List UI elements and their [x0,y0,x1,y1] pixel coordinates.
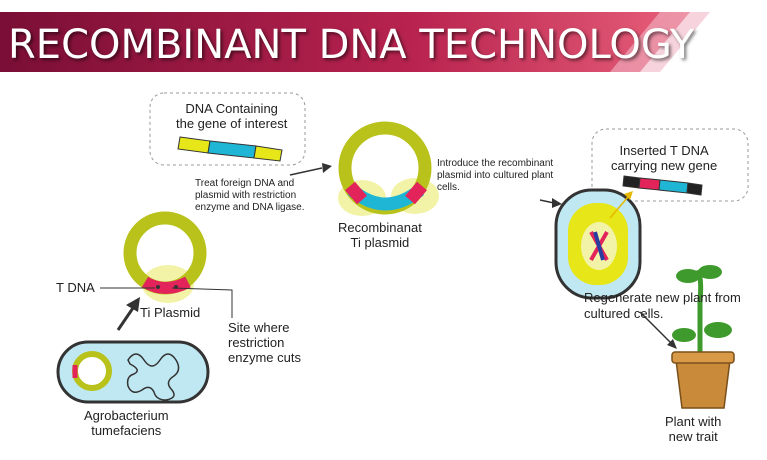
label-dna-gene: DNA Containing the gene of interest [176,101,288,131]
arrow-to-recombinant-icon [289,163,332,176]
site-pointer [171,287,233,318]
insert-arrow-icon [609,191,633,219]
arrow-to-plant-icon [639,311,677,349]
label-regenerate: Regenerate new plant from cultured cells… [584,290,741,321]
gene-strand-icon [177,136,283,162]
arrow-to-cell-icon [539,198,562,208]
page-title: RECOMBINANT DNA TECHNOLOGY [8,22,695,68]
arrow-up-icon [116,297,140,331]
label-ti-plasmid: Ti Plasmid [140,305,201,320]
label-plant: Plant with new trait [665,414,722,444]
label-treat: Treat foreign DNA and plasmid with restr… [195,178,305,213]
label-recombinant: Recombinanat Ti plasmid [338,220,422,250]
plant-cell-icon [554,188,642,300]
label-site: Site where restriction enzyme cuts [228,320,301,365]
bacterium-icon [56,340,210,404]
inserted-strand-icon [622,175,703,196]
title-banner [0,12,710,72]
label-introduce: Introduce the recombinant plasmid into c… [437,158,554,193]
ti-plasmid-icon [123,211,207,303]
recombinant-plasmid-icon [338,121,439,216]
label-inserted: Inserted T DNA carrying new gene [611,143,718,173]
gene-callout-box [149,92,306,166]
label-t-dna: T DNA [56,280,95,295]
plant-icon [671,265,735,409]
label-agro: Agrobacterium tumefaciens [84,408,169,438]
